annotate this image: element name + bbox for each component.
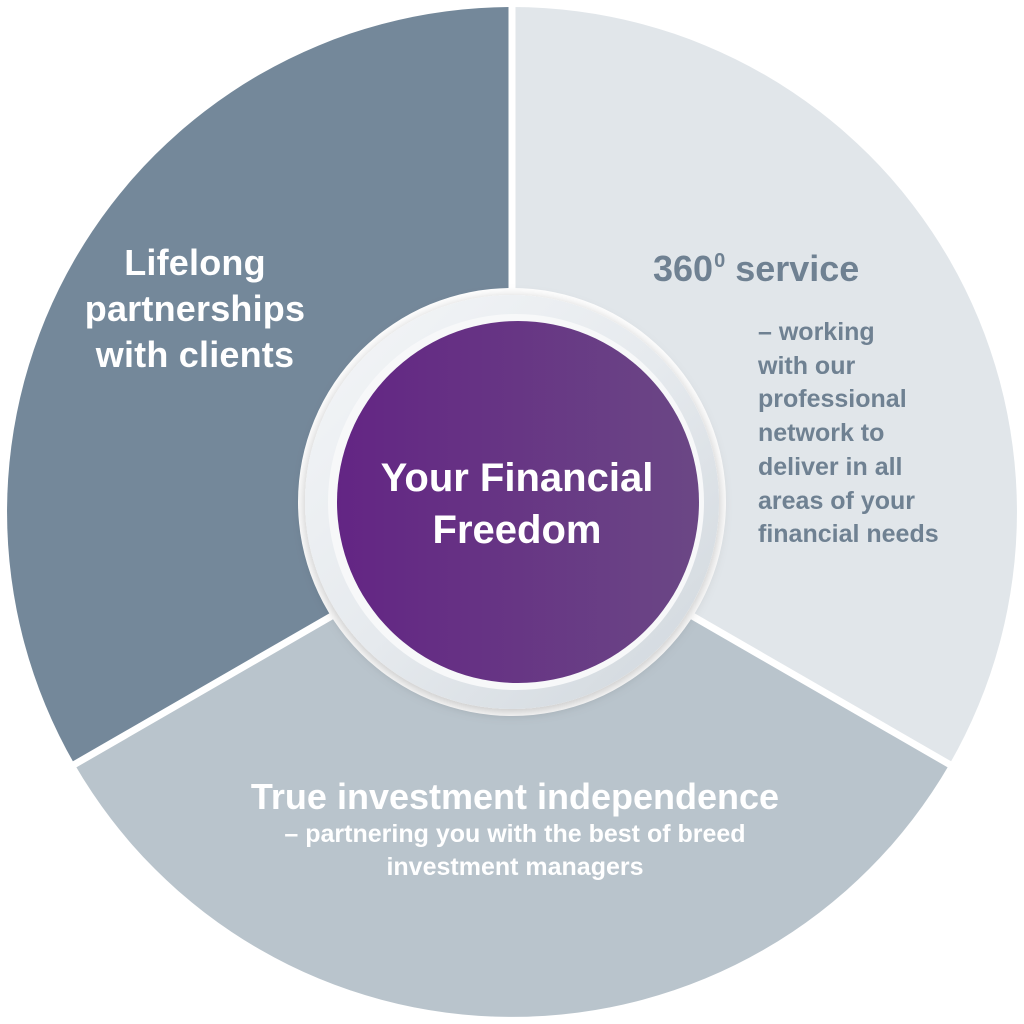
hub-title-line: Your Financial (380, 456, 654, 500)
description-line: – partnering you with the best of breed (284, 820, 746, 848)
segment-left-title-line: partnerships (84, 288, 306, 329)
segment-bottom-title: True investment independence (250, 776, 780, 817)
segment-left-title: Lifelong partnerships with clients (60, 240, 330, 378)
description-line: – working (758, 318, 875, 346)
hub-title-line: Freedom (432, 508, 602, 552)
degree-superscript: 0 (714, 250, 726, 272)
segment-bottom-description: – partnering you with the best of breed … (220, 818, 810, 884)
hub-disk (337, 321, 699, 683)
segment-left-title-line: with clients (95, 334, 295, 375)
segment-right-description: – working with our professional network … (758, 316, 978, 552)
description-line: professional (758, 385, 907, 414)
segment-right-title-text: service (725, 248, 860, 289)
segment-bottom (74, 512, 950, 1017)
description-line: network to (758, 419, 885, 448)
hub-title: Your Financial Freedom (342, 452, 692, 556)
description-line: areas of your (758, 486, 916, 515)
description-line: financial needs (758, 520, 939, 549)
description-line: investment managers (386, 853, 644, 881)
description-line: with our (758, 351, 856, 380)
segment-right-title: 3600 service (640, 238, 903, 292)
segment-right-title-number: 360 (653, 248, 714, 289)
description-line: deliver in all (758, 452, 903, 481)
segment-left-title-line: Lifelong (124, 242, 266, 283)
